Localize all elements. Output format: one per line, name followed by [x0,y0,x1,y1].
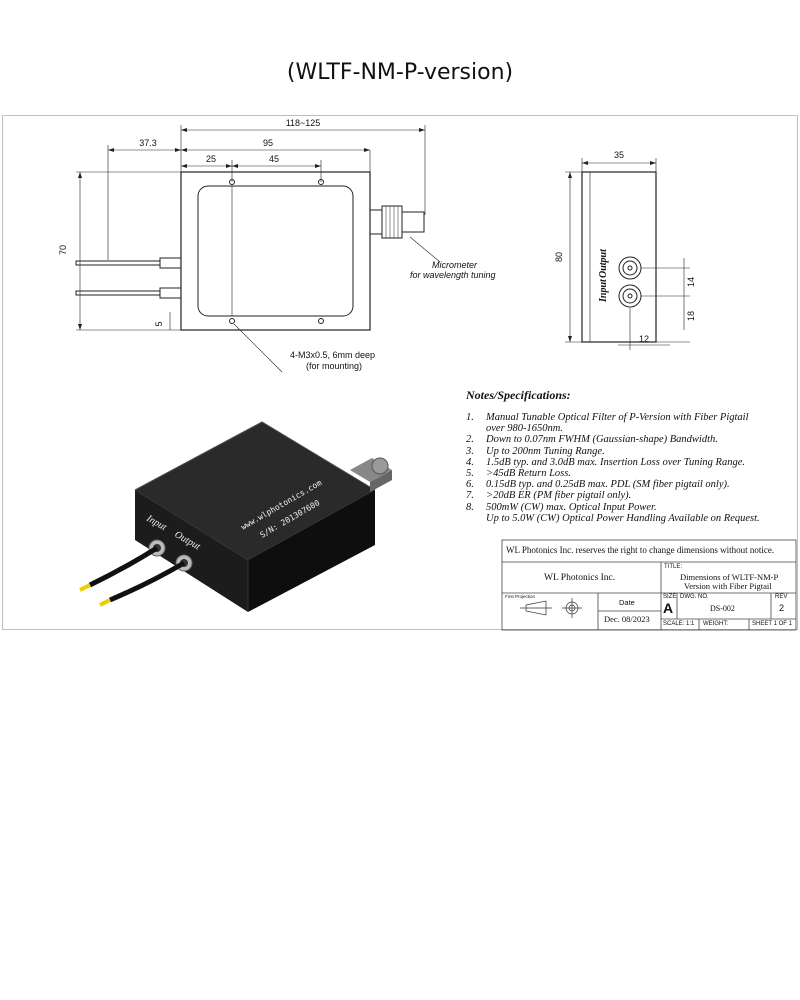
title-block-date-label: Date [619,598,635,607]
title-block-weight: WEIGHT: [703,621,728,627]
dim-side-width: 35 [614,150,624,160]
mount-callout-line2: (for mounting) [306,361,362,371]
note-item: 8.500mW (CW) max. Optical Input Power.Up… [466,501,760,524]
note-item: 7.>20dB ER (PM fiber pigtail only). [466,490,632,502]
dim-body-height: 70 [58,245,68,255]
micrometer-callout-line1: Micrometer [432,260,478,270]
title-block [501,539,797,631]
dim-body-length: 95 [263,138,273,148]
title-block-rev-value: 2 [779,603,785,613]
title-block-size-label: SIZE [663,594,677,600]
note-item: 3.Up to 200nm Tuning Range. [466,445,605,457]
note-item: 6.0.15dB typ. and 0.25dB max. PDL (SM fi… [466,479,730,491]
note-item: 5.>45dB Return Loss. [466,468,571,480]
top-view [75,125,441,373]
dim-hole-spacing: 45 [269,154,279,164]
device-render [79,421,392,612]
dim-hole-edge: 5 [154,321,164,326]
drawing-sheet [2,115,798,630]
dim-hole-offset: 25 [206,154,216,164]
side-output-label: Output [598,248,609,278]
page-title: (WLTF-NM-P-version) [286,60,514,85]
title-block-sheet: SHEET 1 OF 1 [752,621,792,627]
title-block-dwg-label: DWG. NO. [680,594,709,600]
projection-symbol [520,598,582,618]
notes-list: 1.Manual Tunable Optical Filter of P-Ver… [466,412,796,524]
title-block-title-line2: Version with Fiber Pigtail [684,581,772,591]
dim-fiber-offset: 37.3 [139,138,157,148]
top-view-arrows [78,128,425,330]
title-block-date-value: Dec. 08/2023 [604,614,650,624]
title-block-company: WL Photonics Inc. [544,573,616,583]
dim-port-bottom: 18 [686,311,696,321]
note-item: 4.1.5dB typ. and 3.0dB max. Insertion Lo… [466,456,745,468]
dim-total-length: 118~125 [286,118,321,128]
note-item: 1.Manual Tunable Optical Filter of P-Ver… [466,412,749,435]
dim-port-edge: 12 [639,334,649,344]
side-view-arrows [568,161,656,342]
title-block-title-line1: Dimensions of WLTF-NM-P [680,572,779,582]
title-block-notice: WL Photonics Inc. reserves the right to … [506,545,775,555]
title-block-dwg-value: DS-002 [710,604,735,613]
notes-heading: Notes/Specifications: [466,388,571,402]
title-block-size-value: A [663,600,674,616]
side-view [565,158,690,350]
title-block-scale: SCALE: 1:1 [663,621,695,627]
note-item: 2.Down to 0.07nm FWHM (Gaussian-shape) B… [466,434,718,446]
micrometer-callout-line2: for wavelength tuning [410,270,496,280]
dim-side-height: 80 [554,252,564,262]
dim-port-spacing: 14 [686,277,696,287]
title-block-rev-label: REV [775,594,788,600]
title-block-title-label: TITLE: [664,564,683,570]
title-block-projection-label: First Projection [505,594,536,599]
mount-callout-line1: 4-M3x0.5, 6mm deep [290,350,375,360]
side-input-label: Input [598,278,609,303]
